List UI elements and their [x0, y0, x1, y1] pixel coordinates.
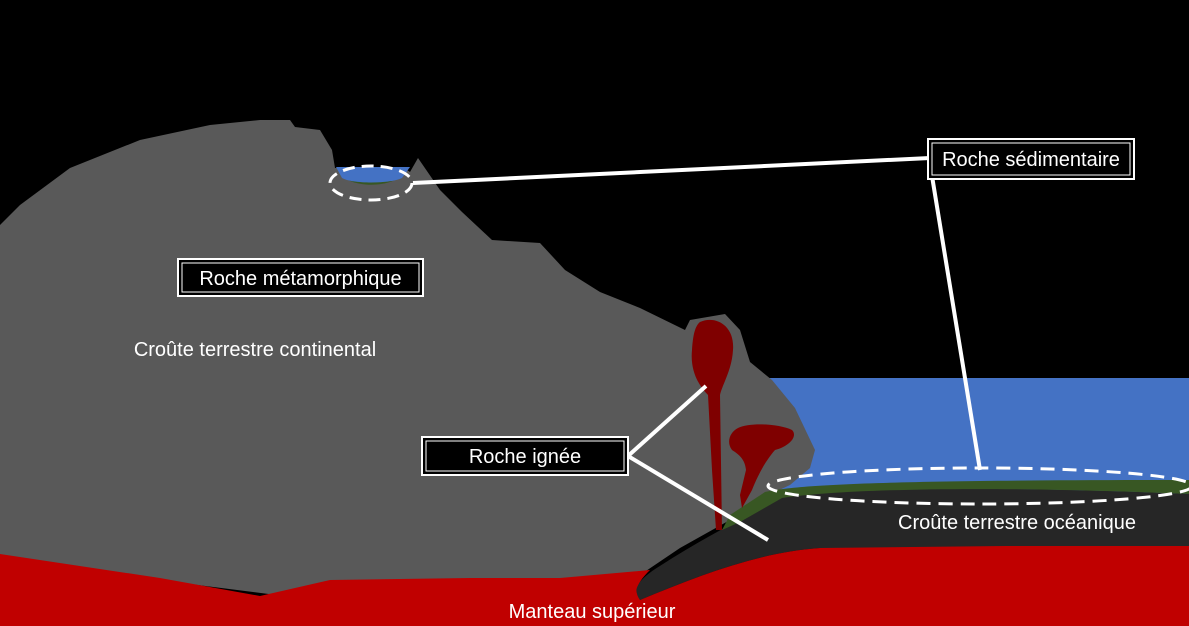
upper-mantle — [0, 544, 1189, 626]
callout-sedimentary-text: Roche sédimentaire — [942, 149, 1120, 171]
subducting-slab — [636, 488, 1189, 598]
continental-crust — [0, 120, 815, 598]
igneous-leader-oceanic — [626, 454, 770, 542]
sedimentary-leader-seafloor — [930, 175, 982, 471]
igneous-leader-intrusion — [626, 384, 708, 458]
ocean-sediment — [722, 480, 1189, 530]
callout-metamorphic-text: Roche métamorphique — [199, 268, 401, 290]
sedimentary-leader-lake — [412, 156, 931, 185]
label-oceanic-crust: Croûte terrestre océanique — [898, 512, 1136, 534]
callout-igneous-text: Roche ignée — [469, 446, 581, 468]
label-continental-crust: Croûte terrestre continental — [134, 339, 376, 361]
magma-intrusion-large — [691, 319, 734, 530]
label-upper-mantle: Manteau supérieur — [509, 601, 676, 623]
magma-intrusion-small — [729, 424, 795, 508]
callout-igneous: Roche ignée — [421, 436, 629, 476]
callout-sedimentary: Roche sédimentaire — [927, 138, 1135, 180]
callout-metamorphic: Roche métamorphique — [177, 258, 424, 297]
lake-water — [336, 167, 410, 183]
lake-highlight-ellipse — [328, 164, 414, 202]
